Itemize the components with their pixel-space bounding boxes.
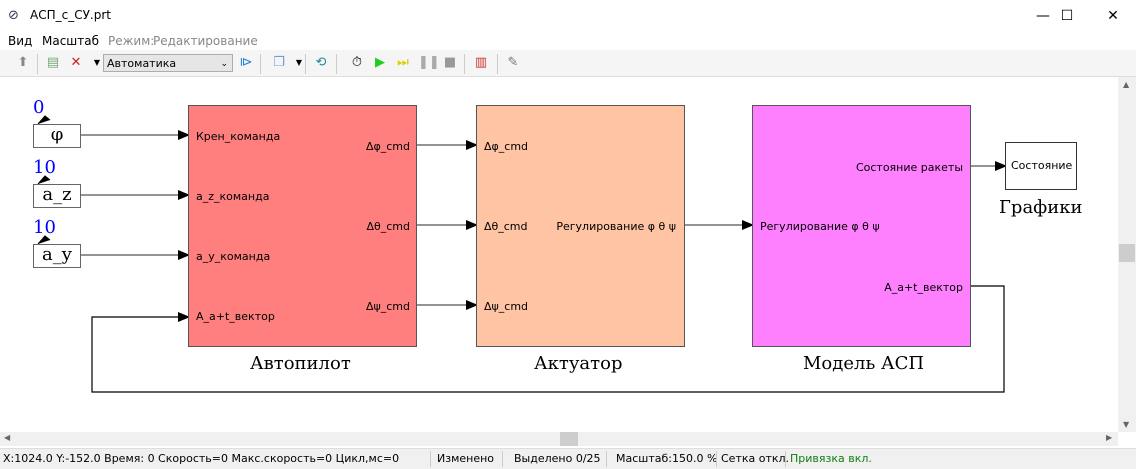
app-icon: ⊘	[8, 8, 19, 23]
input-port-label: Δφ_cmd	[484, 140, 529, 153]
output-port-label: Регулирование φ θ ψ	[556, 220, 676, 233]
autopilot-block[interactable]: Крен_команда a_z_команда a_y_команда A_a…	[188, 105, 417, 347]
source-value-az: 10	[33, 157, 56, 178]
layers-icon[interactable]: ❐	[273, 55, 285, 70]
scrollbar-thumb[interactable]	[1119, 244, 1135, 262]
input-port-label: a_z_команда	[196, 190, 270, 203]
model-block[interactable]: Регулирование φ θ ψ Состояние ракеты A_a…	[752, 105, 971, 347]
input-port-label: Крен_команда	[196, 130, 281, 143]
title-bar: ⊘ АСП_с_СУ.prt — ☐ ✕	[0, 0, 1136, 32]
timer-icon[interactable]: ⏱	[351, 55, 363, 70]
window-title: АСП_с_СУ.prt	[30, 8, 111, 22]
status-bar: X:1024.0 Y:-152.0 Время: 0 Скорость=0 Ма…	[0, 448, 1136, 469]
separator	[37, 54, 38, 74]
feedback-wire	[91, 285, 1005, 393]
maximize-button[interactable]: ☐	[1060, 8, 1074, 24]
separator	[497, 54, 498, 74]
scrollbar-thumb[interactable]	[560, 432, 578, 446]
separator	[430, 451, 431, 467]
connections	[37, 115, 1005, 393]
stop-icon[interactable]: ■	[443, 55, 457, 70]
separator	[502, 451, 503, 467]
chevron-down-icon[interactable]: ▼	[295, 58, 303, 67]
menu-view[interactable]: Вид	[8, 34, 33, 48]
status-modified: Изменено	[437, 452, 495, 465]
scroll-right-icon[interactable]: ▶	[1106, 433, 1113, 442]
step-icon[interactable]: ⧐	[239, 55, 253, 70]
scroll-up-icon[interactable]: ▲	[1123, 80, 1130, 89]
chevron-down-icon[interactable]: ▼	[93, 58, 101, 67]
separator	[785, 451, 786, 467]
refresh-icon[interactable]: ⟲	[315, 55, 327, 70]
status-zoom: Масштаб:150.0 %	[616, 452, 718, 465]
vertical-scrollbar[interactable]: ▲ ▼	[1118, 77, 1136, 432]
edit-list-icon[interactable]: ✎	[507, 55, 519, 70]
separator	[336, 54, 337, 74]
chart-icon[interactable]: ▥	[474, 55, 488, 70]
close-button[interactable]: ✕	[1107, 8, 1119, 24]
source-value-ay: 10	[33, 217, 56, 238]
script-icon[interactable]: ▤	[46, 55, 60, 70]
source-markers	[37, 115, 51, 245]
graphs-block[interactable]: Состояние	[1005, 142, 1077, 190]
library-select-value: Автоматика	[107, 57, 177, 70]
output-port-label: A_a+t_вектор	[884, 281, 963, 294]
mode-label: Режим:	[108, 34, 155, 48]
step-forward-icon[interactable]: ⏭	[397, 55, 409, 70]
scroll-left-icon[interactable]: ◀	[4, 433, 11, 442]
graphs-caption: Графики	[999, 197, 1083, 218]
output-port-label: Состояние ракеты	[855, 161, 963, 174]
scroll-down-icon[interactable]: ▼	[1123, 420, 1130, 429]
autopilot-caption: Автопилот	[250, 353, 351, 374]
status-coords: X:1024.0 Y:-152.0 Время: 0 Скорость=0 Ма…	[3, 452, 400, 465]
library-select[interactable]: Автоматика ⌄	[103, 54, 233, 72]
separator	[606, 451, 607, 467]
pause-icon[interactable]: ❚❚	[418, 55, 440, 70]
up-arrow-icon[interactable]: ⬆	[17, 55, 29, 70]
actuator-block[interactable]: Δφ_cmd Δθ_cmd Δψ_cmd Регулирование φ θ ψ	[476, 105, 685, 347]
model-caption: Модель АСП	[803, 353, 925, 374]
input-port-label: Регулирование φ θ ψ	[760, 220, 880, 233]
input-port-label: a_y_команда	[196, 250, 271, 263]
separator	[716, 451, 717, 467]
source-block-ay[interactable]: a_y	[33, 244, 81, 268]
menu-scale[interactable]: Масштаб	[42, 34, 100, 48]
output-port-label: Δψ_cmd	[365, 300, 410, 313]
minimize-button[interactable]: —	[1036, 8, 1050, 24]
status-selected: Выделено 0/25	[514, 452, 601, 465]
horizontal-scrollbar[interactable]: ◀ ▶	[0, 432, 1118, 446]
input-port-label: Δψ_cmd	[484, 300, 529, 313]
status-snap: Привязка вкл.	[790, 452, 872, 465]
separator	[464, 54, 465, 74]
graphs-port-label: Состояние	[1011, 159, 1073, 172]
output-port-label: Δφ_cmd	[365, 140, 410, 153]
input-port-label: A_a+t_вектор	[196, 310, 275, 323]
diagram-canvas[interactable]: 0 φ 10 a_z 10 a_y Крен_команда a_z_коман…	[0, 77, 1118, 432]
source-block-phi[interactable]: φ	[33, 124, 81, 148]
tools-icon[interactable]: ✕	[70, 55, 82, 70]
separator	[260, 54, 261, 74]
input-port-label: Δθ_cmd	[484, 220, 528, 233]
output-port-label: Δθ_cmd	[366, 220, 410, 233]
status-grid: Сетка откл.	[721, 452, 790, 465]
source-block-az[interactable]: a_z	[33, 184, 81, 208]
play-icon[interactable]: ▶	[375, 55, 385, 70]
chevron-down-icon: ⌄	[220, 59, 228, 69]
source-value-phi: 0	[33, 97, 45, 118]
separator	[305, 54, 306, 74]
mode-value: Редактирование	[153, 34, 258, 48]
actuator-caption: Актуатор	[534, 353, 623, 374]
